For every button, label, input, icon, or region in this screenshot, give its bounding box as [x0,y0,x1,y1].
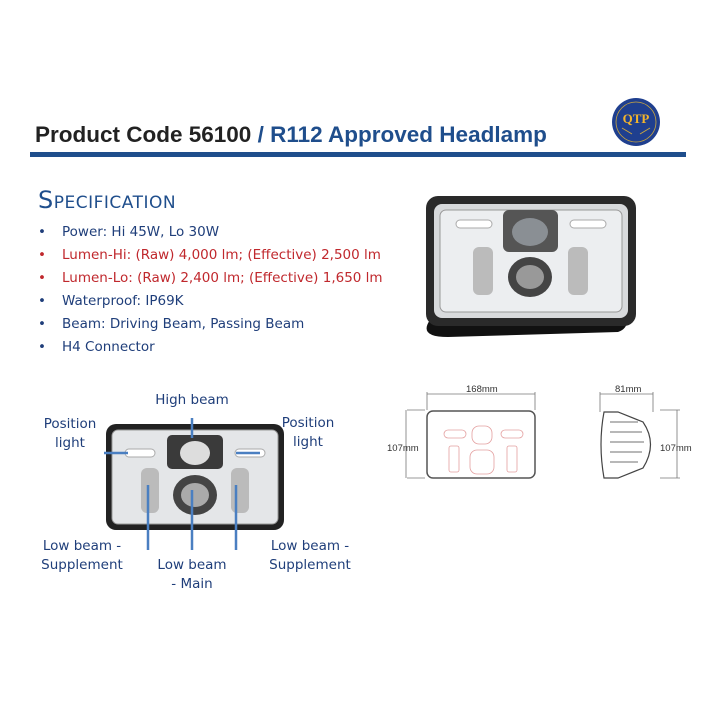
spec-heading: Specification [38,186,177,214]
spec-item: H4 Connector [38,337,383,360]
label-high-beam: High beam [155,392,229,408]
spec-item: Lumen-Lo: (Raw) 2,400 lm; (Effective) 1,… [38,268,383,291]
header-divider [30,152,686,157]
spec-item: Beam: Driving Beam, Passing Beam [38,314,383,337]
label-position-light-left: Position light [43,416,97,451]
title-product-name: / R112 Approved Headlamp [257,122,547,147]
svg-text:QTP: QTP [623,111,650,126]
label-low-beam-supplement-right: Low beam - Supplement [269,538,351,573]
headlamp-photo-angled [426,196,636,337]
headlamp-photo-front [106,424,284,530]
callout-arrows [104,418,260,550]
qtp-logo: QTP [612,98,660,146]
label-position-light-right: Position light [281,415,335,450]
dimension-height-front: 107mm [387,443,419,454]
dimension-drawings [405,392,680,479]
spec-item: Lumen-Hi: (Raw) 4,000 lm; (Effective) 2,… [38,245,383,268]
label-low-beam-main: Low beam - Main [157,557,227,592]
dimension-height-side: 107mm [660,443,692,454]
label-low-beam-supplement-left: Low beam - Supplement [41,538,123,573]
spec-item: Power: Hi 45W, Lo 30W [38,222,383,245]
page-title: Product Code 56100 / R112 Approved Headl… [35,122,547,148]
dimension-width: 168mm [466,384,498,395]
spec-item: Waterproof: IP69K [38,291,383,314]
dimension-depth: 81mm [615,384,642,395]
spec-list: Power: Hi 45W, Lo 30W Lumen-Hi: (Raw) 4,… [38,222,383,360]
title-product-code: Product Code 56100 [35,122,258,147]
